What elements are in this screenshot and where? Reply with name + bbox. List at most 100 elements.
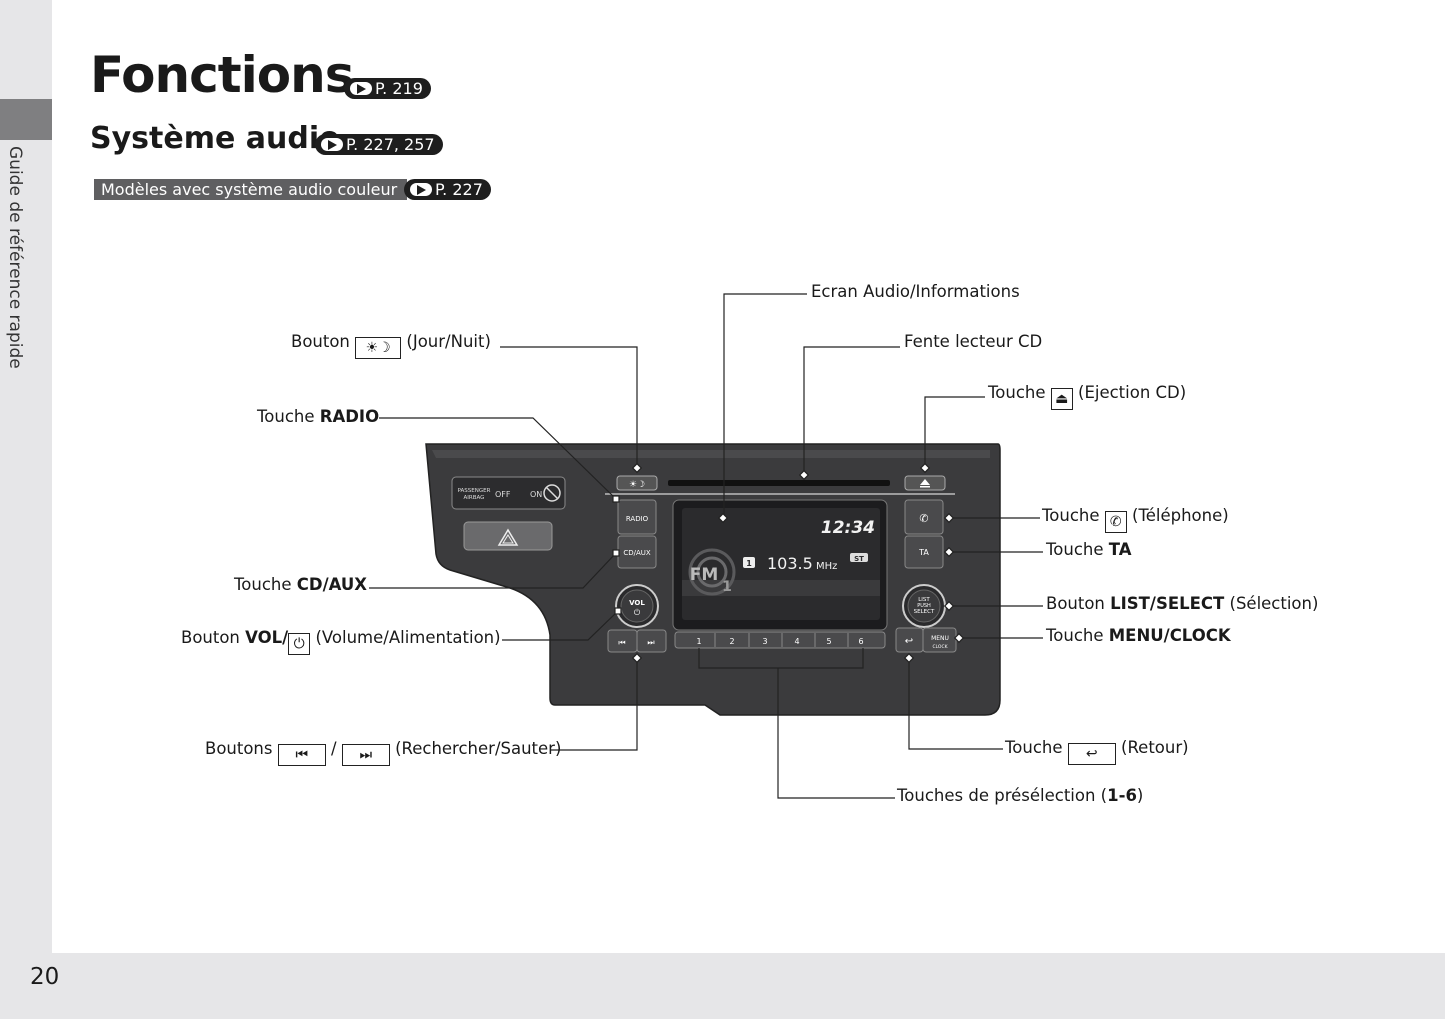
svg-text:☀☽: ☀☽ (629, 480, 645, 490)
preset-6[interactable]: 6 (858, 637, 863, 646)
label-text: (Ejection CD) (1078, 383, 1187, 402)
label-text: Touche (1046, 540, 1109, 559)
hazard-button (463, 521, 553, 551)
label-text: (Sélection) (1224, 594, 1319, 613)
stereo-indicator: ST (854, 555, 864, 563)
airbag-text-1: PASSENGER (458, 488, 491, 494)
label-text: (Volume/Alimentation) (315, 628, 501, 647)
label-text: (Rechercher/Sauter) (395, 739, 562, 758)
label-text: ) (1136, 786, 1144, 805)
page-ref-fonctions[interactable]: P. 219 (344, 78, 431, 99)
reference-arrow-icon (350, 82, 372, 95)
band-display: FM (690, 565, 719, 585)
label-bold: MENU/CLOCK (1108, 626, 1231, 645)
seek-back-icon: ⏮ (618, 638, 625, 647)
seek-forward-icon: ⏭ (341, 744, 390, 766)
radio-btn-label: RADIO (626, 515, 649, 523)
preset-1[interactable]: 1 (696, 637, 701, 646)
preset-5[interactable]: 5 (826, 637, 831, 646)
label-text: Bouton (1046, 594, 1111, 613)
radio-button (617, 499, 657, 535)
label-text: Boutons (205, 739, 273, 758)
airbag-on: ON (530, 490, 542, 499)
section-title: Système audio (90, 121, 340, 156)
phone-icon: ✆ (1104, 511, 1127, 533)
back-icon: ↩ (905, 636, 913, 647)
preset-4[interactable]: 4 (794, 637, 799, 646)
list-label-1: LIST (918, 597, 930, 603)
list-label-2: PUSH (917, 603, 931, 609)
label-bold: CD/AUX (296, 575, 367, 594)
label-vol: Bouton VOL/⏻ (Volume/Alimentation) (181, 627, 501, 655)
label-text: (Retour) (1121, 738, 1189, 757)
footer-bar (52, 953, 1445, 1019)
preset-2[interactable]: 2 (729, 637, 734, 646)
section-tab (0, 99, 52, 140)
label-screen: Ecran Audio/Informations (811, 282, 1020, 301)
label-text: Touches de présélection ( (897, 786, 1108, 805)
power-icon: ⏻ (634, 608, 641, 617)
label-bold: RADIO (319, 407, 380, 426)
label-text: Touche (1046, 626, 1109, 645)
preset-buttons: 1 2 3 4 5 6 (674, 631, 886, 649)
frequency-display: 103.5 (767, 554, 813, 573)
eject-icon: ⏏ (1050, 388, 1073, 410)
label-phone: Touche ✆ (Téléphone) (1042, 505, 1229, 533)
label-menu-clock: Touche MENU/CLOCK (1046, 625, 1231, 647)
sidebar (0, 0, 52, 1019)
label-text: / (331, 739, 337, 758)
label-list-select: Bouton LIST/SELECT (Sélection) (1046, 593, 1318, 615)
label-cdaux: Touche CD/AUX (234, 574, 367, 596)
label-bold: VOL (245, 628, 283, 647)
clock-display: 12:34 (821, 518, 875, 538)
phone-icon: ✆ (919, 512, 928, 525)
preset-3[interactable]: 3 (762, 637, 767, 646)
label-seek: Boutons ⏮ / ⏭ (Rechercher/Sauter) (205, 738, 561, 766)
model-badge: Modèles avec système audio couleur (94, 179, 408, 200)
airbag-indicator (451, 476, 566, 510)
label-text: Bouton (291, 332, 350, 351)
label-eject: Touche ⏏ (Ejection CD) (988, 382, 1186, 410)
label-text: (Téléphone) (1132, 506, 1229, 525)
ref-text: P. 219 (375, 79, 423, 98)
ta-btn-label: TA (918, 548, 929, 557)
ref-text: P. 227, 257 (346, 135, 435, 154)
back-icon: ↩ (1067, 743, 1116, 765)
label-text: (Jour/Nuit) (406, 332, 491, 351)
seek-forward-icon: ⏭ (647, 638, 654, 647)
hazard-icon (497, 528, 519, 546)
callout-markers (612, 462, 965, 664)
label-text: Touche (1042, 506, 1100, 525)
vol-label: VOL (629, 599, 645, 607)
seek-forward-button (636, 629, 667, 653)
seek-back-icon: ⏮ (277, 744, 326, 766)
preset-indicator: 1 (746, 559, 752, 568)
reference-arrow-icon (410, 183, 432, 196)
band-num-display: 1 (722, 579, 732, 595)
cd-slot (668, 480, 890, 486)
label-back: Touche ↩ (Retour) (1005, 737, 1189, 765)
label-cd-slot: Fente lecteur CD (904, 332, 1043, 351)
page-ref-model[interactable]: P. 227 (404, 179, 491, 200)
menu-label-1: MENU (931, 635, 949, 642)
day-night-icon: ☀☽ (355, 337, 402, 359)
label-ta: Touche TA (1046, 539, 1132, 561)
day-night-button (616, 475, 658, 491)
freq-unit-display: MHz (816, 561, 837, 572)
airbag-text-2: AIRBAG (464, 495, 485, 501)
label-radio: Touche RADIO (257, 406, 379, 428)
eject-icon (920, 479, 930, 485)
label-bold: TA (1108, 540, 1132, 559)
phone-button (904, 499, 944, 535)
page-ref-audio[interactable]: P. 227, 257 (315, 134, 443, 155)
label-bold: 1-6 (1107, 786, 1137, 805)
label-text: Touche (234, 575, 297, 594)
label-text: Bouton (181, 628, 246, 647)
ta-button (904, 535, 944, 569)
label-presets: Touches de présélection (1-6) (897, 785, 1143, 807)
airbag-off: OFF (495, 490, 511, 499)
reference-arrow-icon (321, 138, 343, 151)
cdaux-btn-label: CD/AUX (623, 549, 651, 557)
leader-lines (369, 293, 1043, 799)
